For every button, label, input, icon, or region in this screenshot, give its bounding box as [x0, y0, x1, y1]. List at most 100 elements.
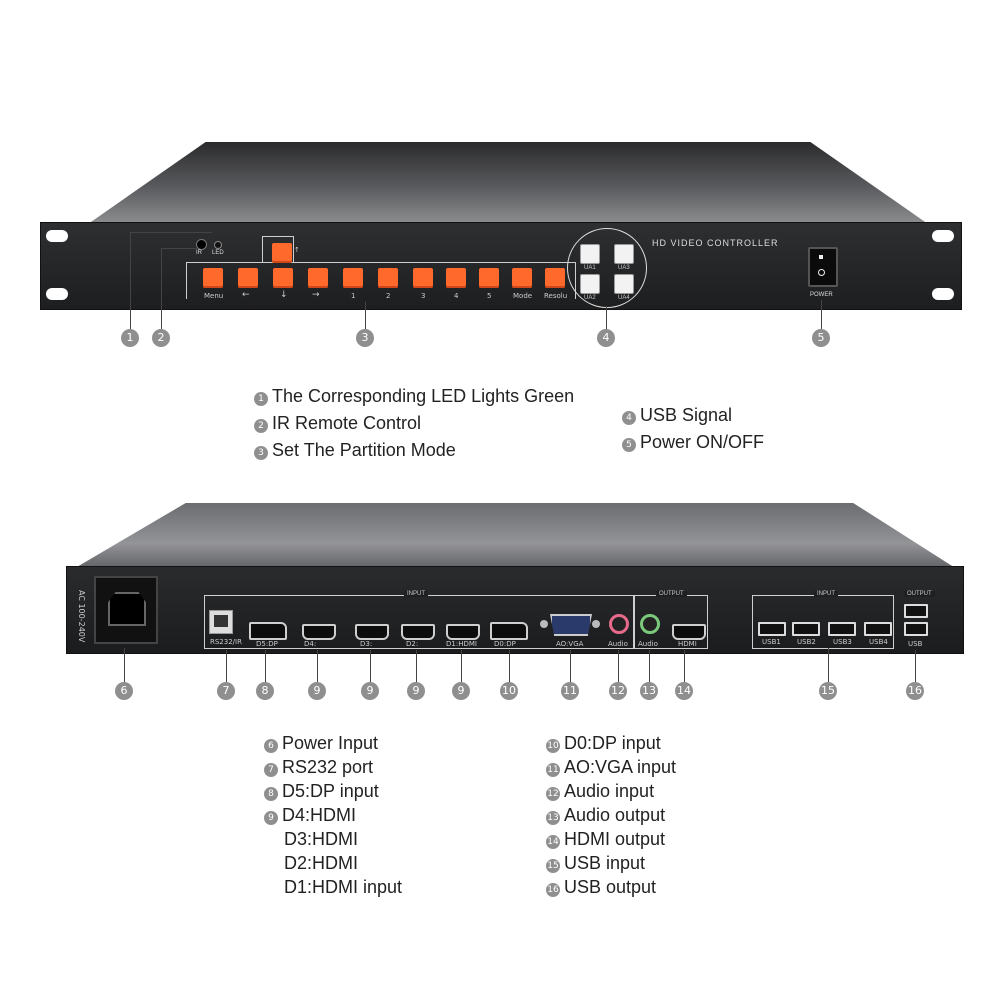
legend-text: USB input — [564, 853, 646, 873]
callout-lead — [317, 650, 318, 682]
audio-input-label: Audio — [608, 640, 628, 648]
d0-dp-port[interactable] — [490, 622, 528, 640]
callout-lead — [365, 302, 366, 330]
callout-15: 15 — [819, 682, 837, 700]
rack-ear-hole — [46, 230, 68, 242]
callout-3: 3 — [356, 329, 374, 347]
button-1[interactable] — [343, 268, 363, 288]
button-1-label: 1 — [351, 292, 356, 300]
audio-output-label: Audio — [638, 640, 658, 648]
resolution-label: Resolu — [544, 292, 568, 300]
device-top-cover — [88, 142, 928, 224]
callout-lead — [606, 306, 607, 330]
usb-key-ua3[interactable] — [614, 244, 634, 264]
legend-text: RS232 port — [282, 757, 374, 777]
usb-key-ua2-label: UA2 — [584, 295, 596, 301]
power-switch[interactable] — [808, 247, 838, 287]
d1-hdmi-port[interactable] — [446, 624, 480, 640]
d5-dp-port[interactable] — [249, 622, 287, 640]
callout-9: 9 — [452, 682, 470, 700]
legend-text: AO:VGA input — [564, 757, 677, 777]
d2-label: D2: — [406, 640, 419, 648]
legend-text: The Corresponding LED Lights Green — [272, 386, 575, 406]
legend-item: D2:HDMI — [284, 853, 358, 874]
callout-lead — [509, 650, 510, 682]
legend-text: Power ON/OFF — [640, 432, 765, 452]
legend-text: D2:HDMI — [284, 853, 359, 873]
legend-text: USB output — [564, 877, 657, 897]
d3-hdmi-port[interactable] — [355, 624, 389, 640]
led-indicator-icon — [214, 241, 222, 249]
mode-label: Mode — [513, 292, 533, 300]
vga-socket-icon — [550, 614, 592, 636]
usb4-port[interactable] — [864, 622, 892, 636]
rj45-socket-icon — [214, 615, 228, 627]
audio-output-jack[interactable] — [640, 614, 660, 634]
usb-key-ua4[interactable] — [614, 274, 634, 294]
legend-item: D1:HDMI input — [284, 877, 402, 898]
usb-output-port-1[interactable] — [904, 604, 928, 618]
vga-screw-icon — [540, 620, 548, 628]
led-label: LED — [212, 250, 224, 256]
button-4-label: 4 — [454, 292, 459, 300]
usb-keys-highlight-circle — [567, 228, 647, 308]
button-2[interactable] — [378, 268, 398, 288]
hdmi-output-port[interactable] — [672, 624, 706, 640]
callout-lead — [124, 648, 125, 682]
left-button[interactable] — [238, 268, 258, 288]
legend-bullet: 14 — [546, 835, 560, 849]
legend-item: 7 RS232 port — [264, 757, 373, 778]
usb-output-port-2[interactable] — [904, 622, 928, 636]
legend-text: Audio output — [564, 805, 666, 825]
d2-hdmi-port[interactable] — [401, 624, 435, 640]
button-5[interactable] — [479, 268, 499, 288]
callout-lead — [461, 650, 462, 682]
callout-lead — [226, 650, 227, 682]
callout-16: 16 — [906, 682, 924, 700]
usb1-label: USB1 — [762, 638, 781, 646]
callout-8: 8 — [256, 682, 274, 700]
legend-bullet: 7 — [264, 763, 278, 777]
ir-label: IR — [196, 250, 202, 256]
usb3-port[interactable] — [828, 622, 856, 636]
usb-key-ua1[interactable] — [580, 244, 600, 264]
output-group-title: OUTPUT — [656, 591, 687, 597]
callout-lead — [618, 650, 619, 682]
mode-button[interactable] — [512, 268, 532, 288]
menu-button[interactable] — [203, 268, 223, 288]
d4-hdmi-port[interactable] — [302, 624, 336, 640]
vga-port[interactable] — [540, 614, 600, 636]
legend-text: HDMI output — [564, 829, 666, 849]
up-button-outline — [262, 236, 294, 263]
vga-label: AO:VGA — [556, 640, 584, 648]
legend-bullet: 13 — [546, 811, 560, 825]
button-3[interactable] — [413, 268, 433, 288]
rs232-port[interactable] — [209, 610, 233, 634]
callout-10: 10 — [500, 682, 518, 700]
usb-key-ua2[interactable] — [580, 274, 600, 294]
rack-ear-hole — [46, 288, 68, 300]
resolution-button[interactable] — [545, 268, 565, 288]
legend-text: D4:HDMI — [282, 805, 357, 825]
callout-lead — [265, 650, 266, 682]
legend-item: D3:HDMI — [284, 829, 358, 850]
callout-lead — [130, 232, 131, 330]
usb2-port[interactable] — [792, 622, 820, 636]
button-4[interactable] — [446, 268, 466, 288]
audio-input-jack[interactable] — [609, 614, 629, 634]
legend-item: 14 HDMI output — [546, 829, 665, 850]
callout-5: 5 — [812, 329, 830, 347]
callout-12: 12 — [609, 682, 627, 700]
down-button[interactable] — [273, 268, 293, 288]
usb1-port[interactable] — [758, 622, 786, 636]
right-button[interactable] — [308, 268, 328, 288]
power-inlet[interactable] — [94, 576, 158, 644]
callout-lead — [649, 650, 650, 682]
legend-bullet: 12 — [546, 787, 560, 801]
button-5-label: 5 — [487, 292, 492, 300]
legend-bullet: 2 — [254, 419, 268, 433]
up-button[interactable] — [272, 243, 292, 263]
